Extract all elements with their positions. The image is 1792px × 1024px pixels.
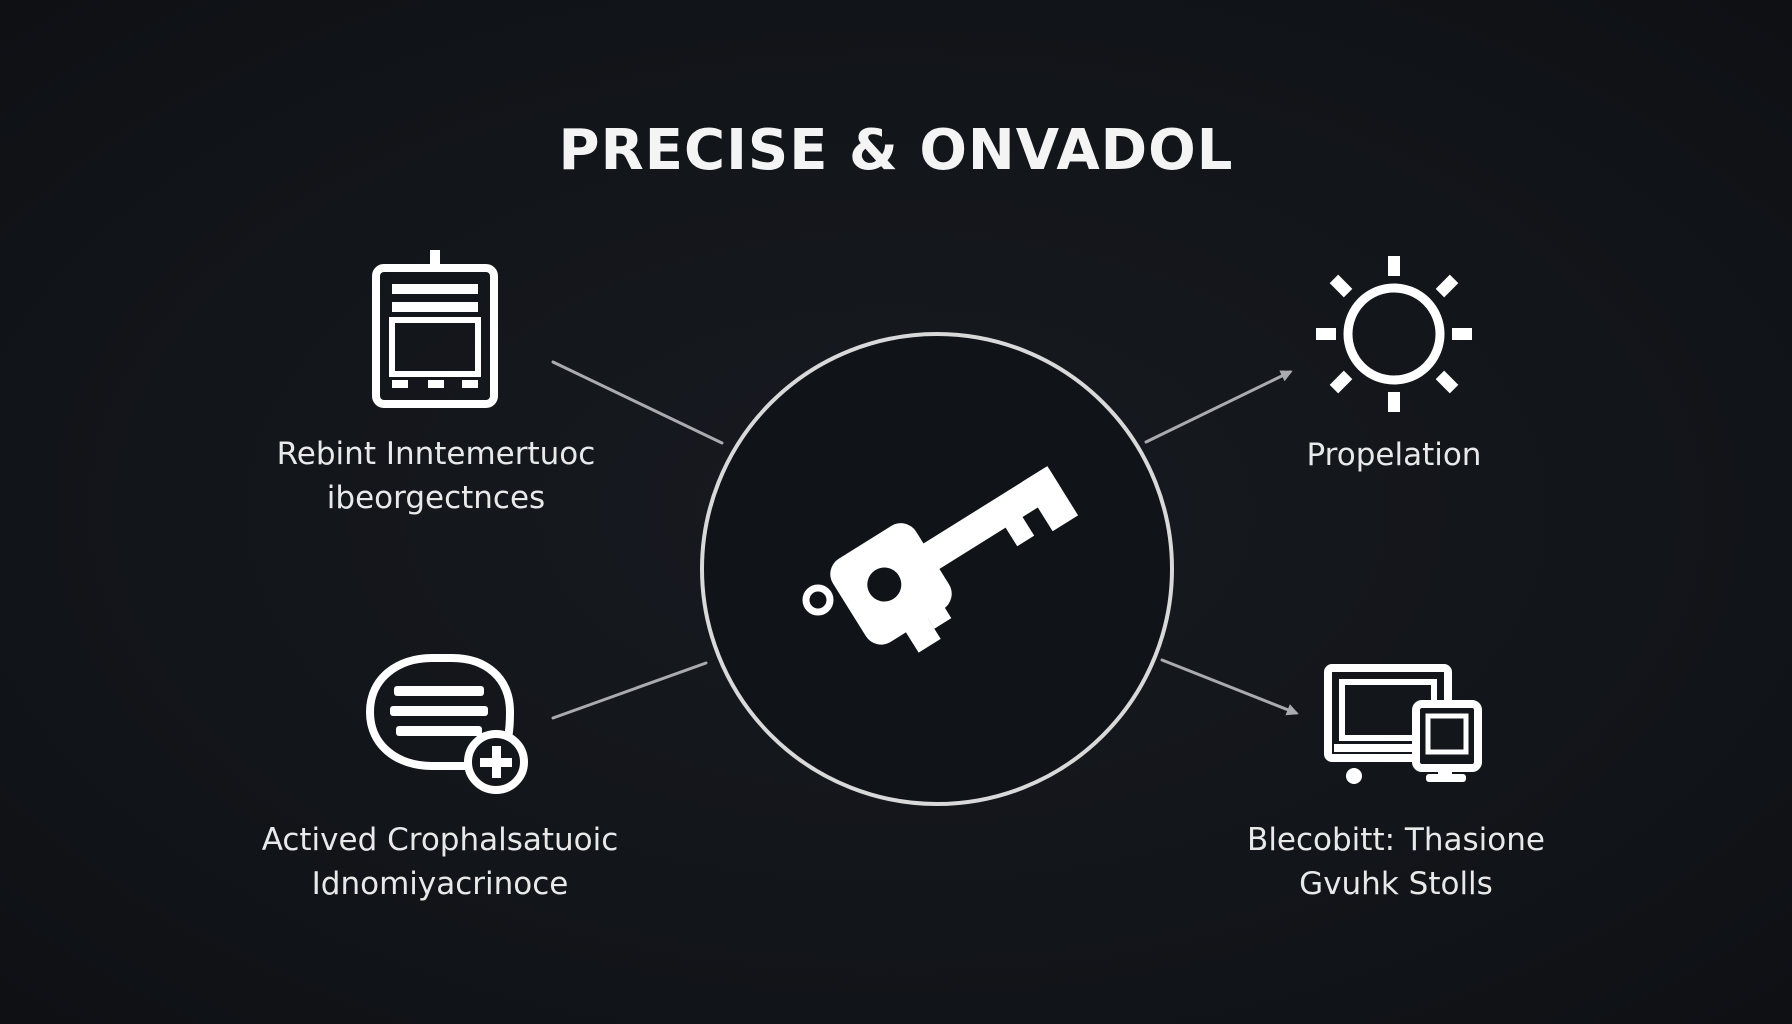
connector-bottom-left [551,661,708,720]
node-label-top-right: Propelation [1194,433,1594,477]
tablet-document-icon [372,250,498,408]
connector-top-right-arrow [1144,370,1293,444]
node-label-top-left-line-2: ibeorgectnces [326,480,546,516]
connector-bottom-right-arrow [1160,658,1299,716]
node-label-bottom-right-line-1: Blecobitt: Thasione [1247,822,1545,858]
key-icon [802,466,1079,653]
chat-add-icon [365,654,528,794]
node-label-bottom-left-line-1: Actived Crophalsatuoic [261,822,619,858]
sun-gear-icon [1316,256,1472,412]
node-label-bottom-left: Actived Crophalsatuoic Idnomiyacrinoce [200,818,680,906]
diagram-title: PRECISE & ONVADOL [558,118,1234,183]
connector-top-left [551,360,724,445]
node-label-bottom-left-line-2: Idnomiyacrinoce [311,866,569,902]
node-label-bottom-right: Blecobitt: Thasione Gvuhk Stolls [1186,818,1606,906]
node-label-top-left-line-1: Rebint Inntemertuoc [276,436,596,472]
monitor-devices-icon [1324,664,1482,784]
node-label-top-left: Rebint Inntemertuoc ibeorgectnces [216,432,656,520]
node-label-top-right-line-1: Propelation [1306,437,1482,473]
node-label-bottom-right-line-2: Gvuhk Stolls [1299,866,1493,902]
